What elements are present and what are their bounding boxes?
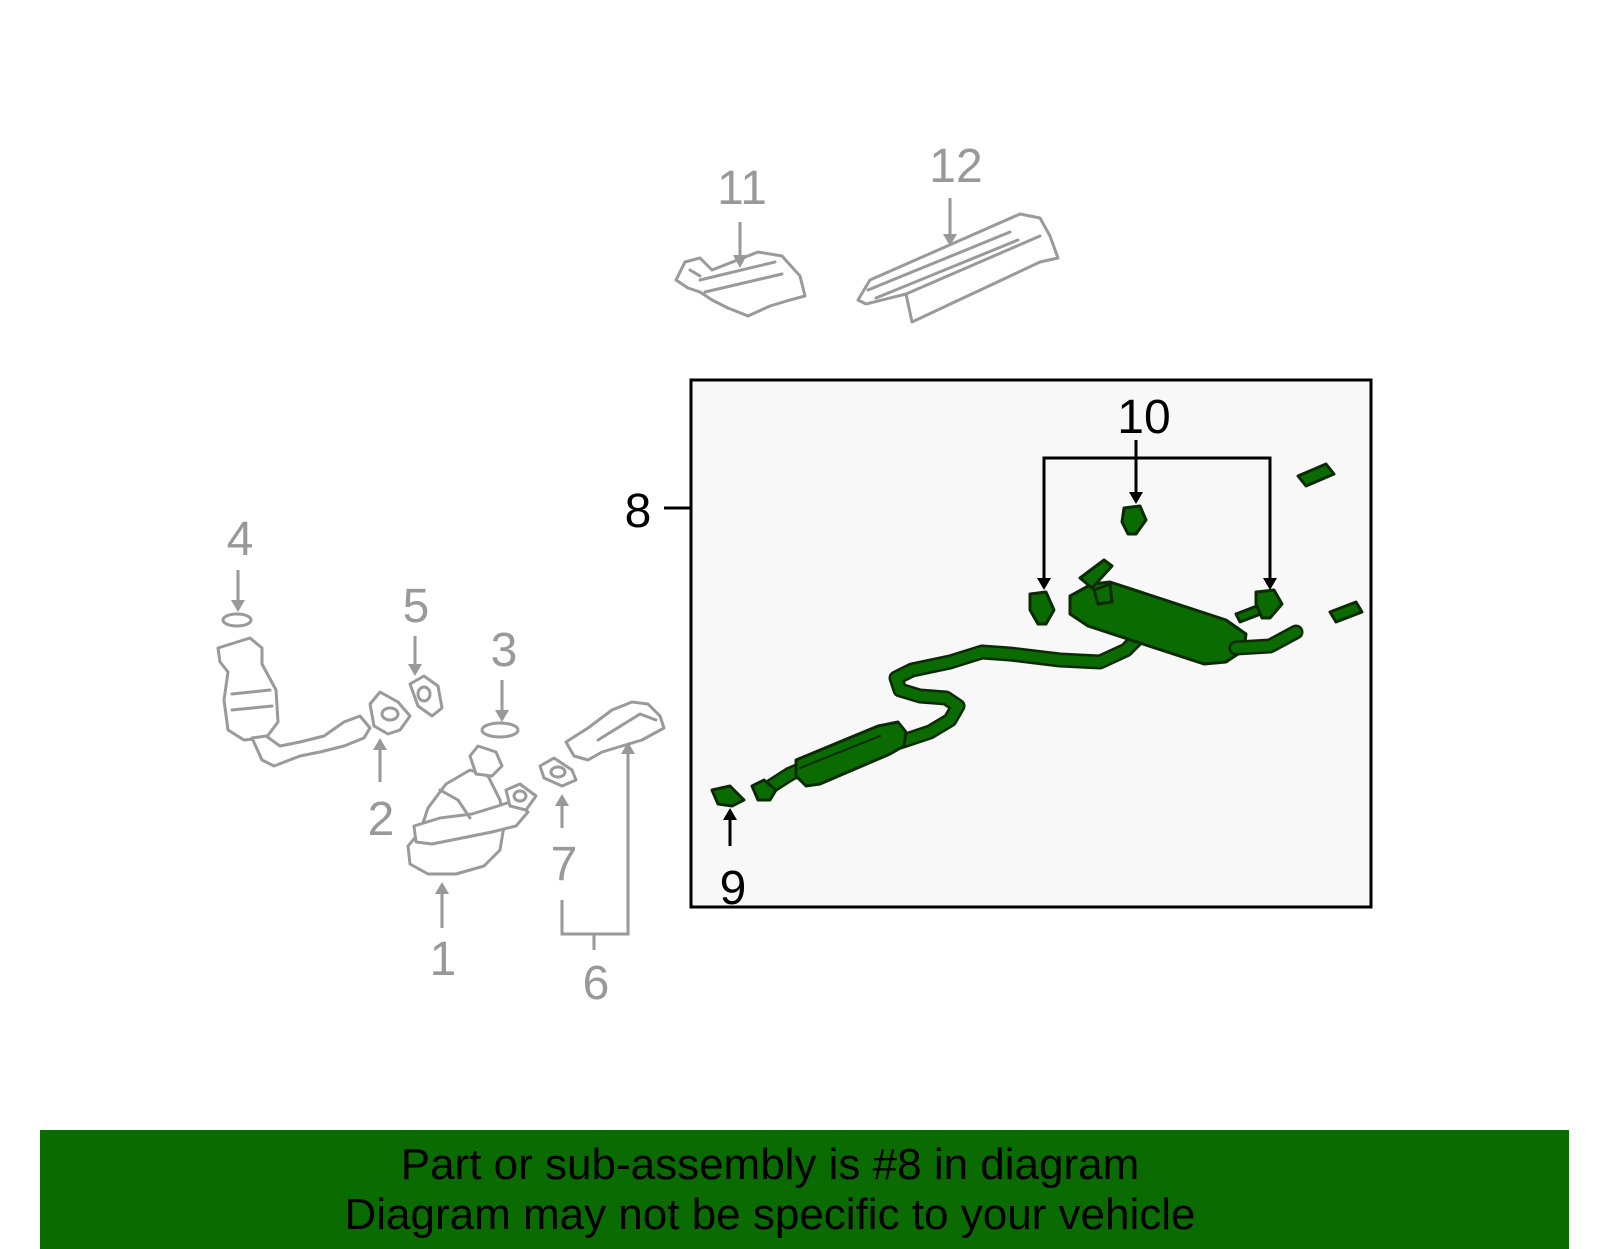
arrowhead-10b [1129,492,1143,504]
callout-12: 12 [929,140,982,193]
part-6-shield[interactable] [564,700,666,762]
arrowhead-11 [733,255,747,268]
arrowhead-6 [621,742,635,754]
part-11-heat-shield[interactable] [674,250,807,318]
arrowhead-1 [435,882,449,894]
part-7-gasket[interactable] [538,756,578,788]
arrowhead-12 [943,234,957,246]
part-2-front-converter-pipe[interactable] [216,636,412,768]
part-5-gasket[interactable] [408,674,444,718]
part-8-exhaust-system[interactable] [750,462,1364,802]
callout-8: 8 [625,485,652,538]
arrowhead-7 [555,794,569,806]
callout-2: 2 [368,793,395,846]
part-12-heat-shield[interactable] [856,212,1060,324]
callout-10: 10 [1117,391,1170,444]
info-banner: Part or sub-assembly is #8 in diagram Di… [40,1130,1569,1249]
arrowhead-9 [723,808,737,820]
callout-9: 9 [720,862,747,915]
leader-10-bracket [1042,456,1272,582]
part-1-manifold-converter[interactable] [406,744,538,876]
part-9-hanger[interactable] [710,784,746,808]
callout-1: 1 [430,933,457,986]
arrowhead-3 [495,710,509,722]
callout-5: 5 [403,580,430,633]
banner-line-2: Diagram may not be specific to your vehi… [344,1190,1196,1239]
callout-11: 11 [717,162,767,215]
arrowhead-4 [231,600,245,612]
arrowhead-5 [408,664,422,676]
callout-4: 4 [227,513,254,566]
arrowhead-10c [1263,578,1277,590]
callout-3: 3 [491,624,518,677]
arrowhead-2 [373,738,387,750]
banner-line-1: Part or sub-assembly is #8 in diagram [400,1140,1140,1189]
part-3-gasket[interactable] [480,721,520,739]
part-4-gasket[interactable] [221,612,253,628]
callout-6: 6 [583,957,610,1010]
part-10-hangers[interactable] [1028,504,1284,626]
arrowhead-10a [1037,578,1051,590]
callout-7: 7 [551,838,578,891]
